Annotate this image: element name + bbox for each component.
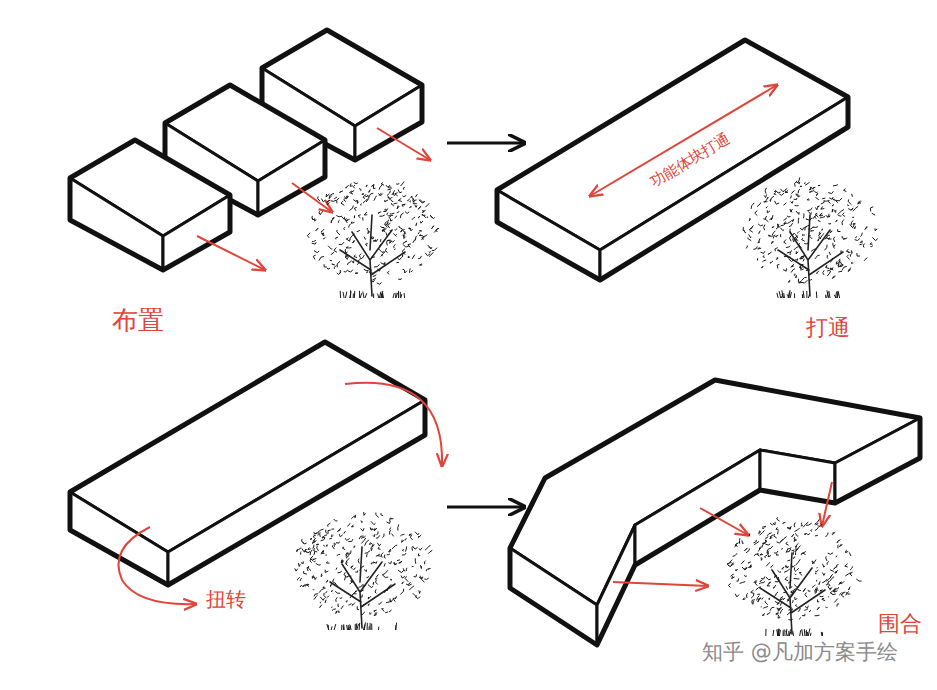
foliage-strokes (295, 512, 433, 630)
tree-sketches (295, 177, 878, 636)
tree (307, 181, 439, 298)
tree (295, 512, 433, 630)
step-label: 围合 (878, 612, 922, 636)
twist-slab (70, 342, 442, 604)
foliage-strokes (727, 517, 862, 636)
joined-slab (497, 40, 848, 280)
step-label: 打通 (806, 316, 850, 340)
step-label: 扭转 (206, 588, 246, 610)
tree (743, 177, 878, 298)
tree (727, 517, 862, 636)
watermark: 知乎 @凡加方案手绘 (702, 641, 898, 664)
step-arrow (447, 506, 524, 509)
enclosing-block (510, 380, 920, 645)
step-label: 布置 (112, 306, 164, 335)
foliage-strokes (307, 181, 439, 298)
foliage-strokes (743, 177, 878, 298)
separate-blocks (70, 30, 422, 270)
step-arrow (447, 142, 524, 145)
